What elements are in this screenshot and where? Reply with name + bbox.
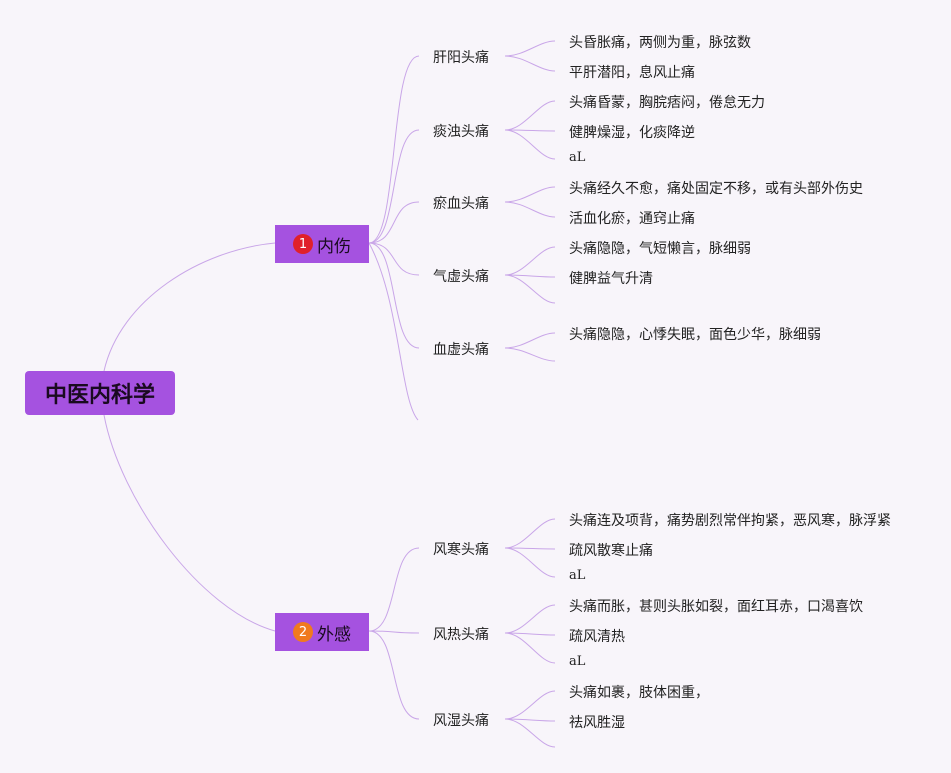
edge-topic-leaf — [504, 718, 556, 748]
leaf-node[interactable]: 头痛如裹，肢体困重， — [569, 685, 709, 701]
edge-topic-leaf — [504, 274, 556, 304]
leaf-node[interactable]: 头痛经久不愈，痛处固定不移，或有头部外伤史 — [569, 181, 863, 197]
edge-topic-leaf — [504, 518, 556, 549]
topic-blood-deficiency-headache[interactable]: 血虚头痛 — [433, 342, 489, 358]
leaf-node[interactable]: 健脾燥湿，化痰降逆 — [569, 125, 695, 141]
edge-topic-leaf — [504, 40, 556, 57]
leaf-node[interactable]: 头痛隐隐，气短懒言，脉细弱 — [569, 241, 751, 257]
priority-2-icon: 2 — [293, 622, 313, 642]
edge-branch-topic — [368, 242, 420, 349]
edge-branch-1-tail — [368, 242, 419, 421]
root-label: 中医内科学 — [44, 383, 155, 408]
branch-node-external-contraction[interactable]: 2 外感 — [275, 613, 369, 651]
edge-topic-leaf — [504, 246, 556, 276]
leaf-node[interactable]: 平肝潜阳，息风止痛 — [569, 65, 695, 81]
leaf-node[interactable]: 祛风胜湿 — [569, 715, 625, 731]
leaf-node[interactable]: 疏风清热 — [569, 629, 625, 645]
leaf-node[interactable]: aL — [569, 568, 586, 583]
edge-topic-leaf — [504, 201, 556, 218]
edge-topic-leaf — [504, 129, 556, 160]
leaf-node[interactable]: 头痛连及项背，痛势剧烈常伴拘紧，恶风寒，脉浮紧 — [569, 513, 891, 529]
root-node[interactable]: 中医内科学 — [25, 371, 175, 415]
topic-wind-heat-headache[interactable]: 风热头痛 — [433, 627, 489, 643]
topic-ganyang-headache[interactable]: 肝阳头痛 — [433, 50, 489, 66]
edge-branch-topic — [368, 630, 420, 720]
edge-branch-topic — [368, 55, 420, 244]
edge-topic-leaf — [504, 632, 556, 636]
branch-label: 外感 — [317, 624, 351, 645]
leaf-node[interactable]: 活血化瘀，通窍止痛 — [569, 211, 695, 227]
priority-1-icon: 1 — [293, 234, 313, 254]
topic-wind-damp-headache[interactable]: 风湿头痛 — [433, 713, 489, 729]
edge-topic-leaf — [504, 129, 556, 132]
edge-branch-topic — [368, 547, 420, 632]
leaf-node[interactable]: 疏风散寒止痛 — [569, 543, 653, 559]
leaf-node[interactable]: 头昏胀痛，两侧为重，脉弦数 — [569, 35, 751, 51]
edge-topic-leaf — [504, 186, 556, 203]
edge-topic-leaf — [504, 55, 556, 72]
leaf-node[interactable]: 头痛昏蒙，胸脘痞闷，倦怠无力 — [569, 95, 765, 111]
edge-branch-topic — [368, 201, 420, 244]
leaf-node[interactable]: 健脾益气升清 — [569, 271, 653, 287]
topic-phlegm-headache[interactable]: 痰浊头痛 — [433, 124, 489, 140]
edge-branch-topic — [368, 630, 420, 634]
edge-topic-leaf — [504, 547, 556, 578]
edge-topic-leaf — [504, 347, 556, 362]
branch-label: 内伤 — [317, 236, 351, 257]
leaf-node[interactable]: aL — [569, 654, 586, 669]
topic-wind-cold-headache[interactable]: 风寒头痛 — [433, 542, 489, 558]
leaf-node[interactable]: aL — [569, 150, 586, 165]
topic-qi-deficiency-headache[interactable]: 气虚头痛 — [433, 269, 489, 285]
edge-topic-leaf — [504, 100, 556, 131]
edge-topic-leaf — [504, 690, 556, 720]
edge-branch-topic — [368, 129, 420, 244]
topic-blood-stasis-headache[interactable]: 瘀血头痛 — [433, 196, 489, 212]
edge-topic-leaf — [504, 604, 556, 634]
branch-node-internal-injury[interactable]: 1 内伤 — [275, 225, 369, 263]
leaf-node[interactable]: 头痛而胀，甚则头胀如裂，面红耳赤，口渴喜饮 — [569, 599, 863, 615]
edge-topic-leaf — [504, 632, 556, 664]
edge-topic-leaf — [504, 547, 556, 550]
edge-root-branch-1 — [103, 242, 276, 372]
edge-root-branch-2 — [103, 414, 276, 632]
edge-topic-leaf — [504, 332, 556, 349]
leaf-node[interactable]: 头痛隐隐，心悸失眠，面色少华，脉细弱 — [569, 327, 821, 343]
edge-branch-topic — [368, 242, 420, 276]
